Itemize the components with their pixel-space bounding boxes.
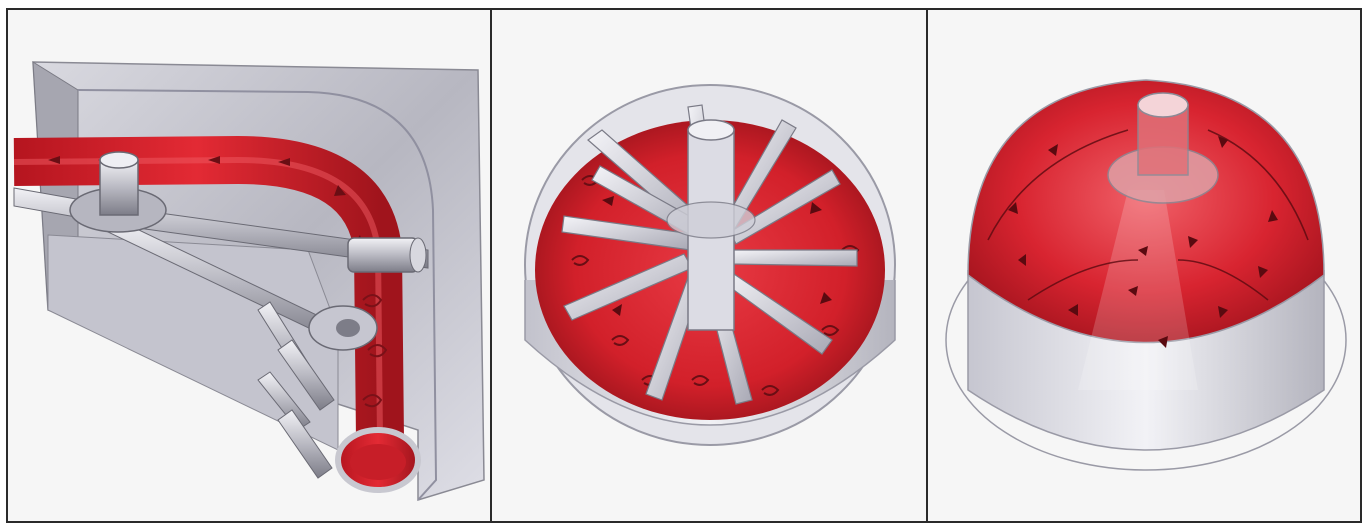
- cone-illustration: [928, 10, 1360, 521]
- impeller-illustration: [492, 10, 926, 521]
- pipe-bend-illustration: [8, 10, 490, 521]
- end-cylinder: [348, 238, 418, 272]
- panel-pipe-bend: [6, 8, 492, 523]
- panel-impeller-disk: [490, 8, 928, 523]
- panel-cone-dome: [926, 8, 1362, 523]
